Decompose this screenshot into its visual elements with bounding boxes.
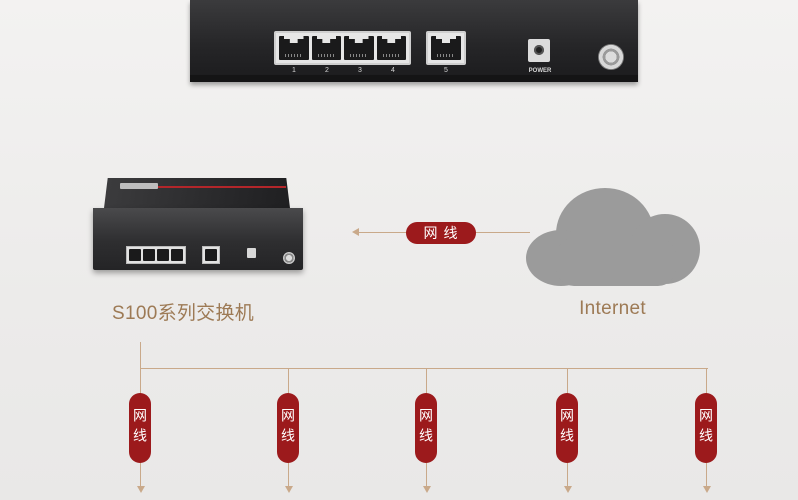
internet-caption: Internet — [579, 298, 646, 319]
switch-port — [205, 249, 217, 261]
cloud-icon — [526, 188, 700, 288]
distribution-line — [140, 368, 708, 369]
switch-caption: S100系列交换机 — [112, 303, 255, 324]
cable-badge: 网线 — [695, 393, 717, 463]
cable-badge: 网线 — [277, 393, 299, 463]
port-number: 4 — [391, 67, 395, 74]
cable-badge: 网线 — [406, 222, 476, 244]
cable-badge-label: 网线 — [280, 408, 296, 448]
switch-port — [171, 249, 183, 261]
rear-switch-panel: 1 2 3 4 5 POWER — [190, 0, 638, 82]
cable-badge: 网线 — [129, 393, 151, 463]
uplink-port-group — [426, 31, 466, 65]
power-jack-icon — [528, 39, 550, 62]
cable-badge-label: 网线 — [418, 408, 434, 448]
cable-badge-label: 网线 — [559, 408, 575, 448]
switch-port — [157, 249, 169, 261]
rj45-port-4 — [376, 36, 406, 60]
lan-port-group — [274, 31, 411, 65]
arrow-down-icon — [703, 486, 711, 493]
switch-power-jack-icon — [247, 248, 256, 258]
port-number: 5 — [444, 67, 448, 74]
cable-badge-label: 网线 — [132, 408, 148, 448]
power-label: POWER — [528, 68, 552, 74]
rj45-port-5 — [431, 36, 461, 60]
rj45-port-2 — [311, 36, 341, 60]
red-accent-stripe — [158, 186, 286, 188]
switch-front-panel — [93, 208, 303, 270]
port-number: 3 — [358, 67, 362, 74]
arrow-left-icon — [352, 228, 359, 236]
arrow-down-icon — [137, 486, 145, 493]
ground-screw-icon — [598, 44, 624, 70]
switch-port — [129, 249, 141, 261]
rj45-port-1 — [279, 36, 309, 60]
cable-badge: 网线 — [415, 393, 437, 463]
port-number: 2 — [325, 67, 329, 74]
port-number: 1 — [292, 67, 296, 74]
arrow-down-icon — [564, 486, 572, 493]
panel-rail — [190, 75, 638, 82]
switch-port-group — [126, 246, 186, 264]
arrow-down-icon — [285, 486, 293, 493]
rj45-port-3 — [344, 36, 374, 60]
cable-badge-label: 网线 — [698, 408, 714, 448]
arrow-down-icon — [423, 486, 431, 493]
switch-port — [143, 249, 155, 261]
cable-badge: 网线 — [556, 393, 578, 463]
switch-uplink-port — [202, 246, 220, 264]
switch-ground-icon — [283, 252, 295, 264]
brand-logo — [120, 183, 158, 189]
trunk-line — [140, 342, 141, 368]
